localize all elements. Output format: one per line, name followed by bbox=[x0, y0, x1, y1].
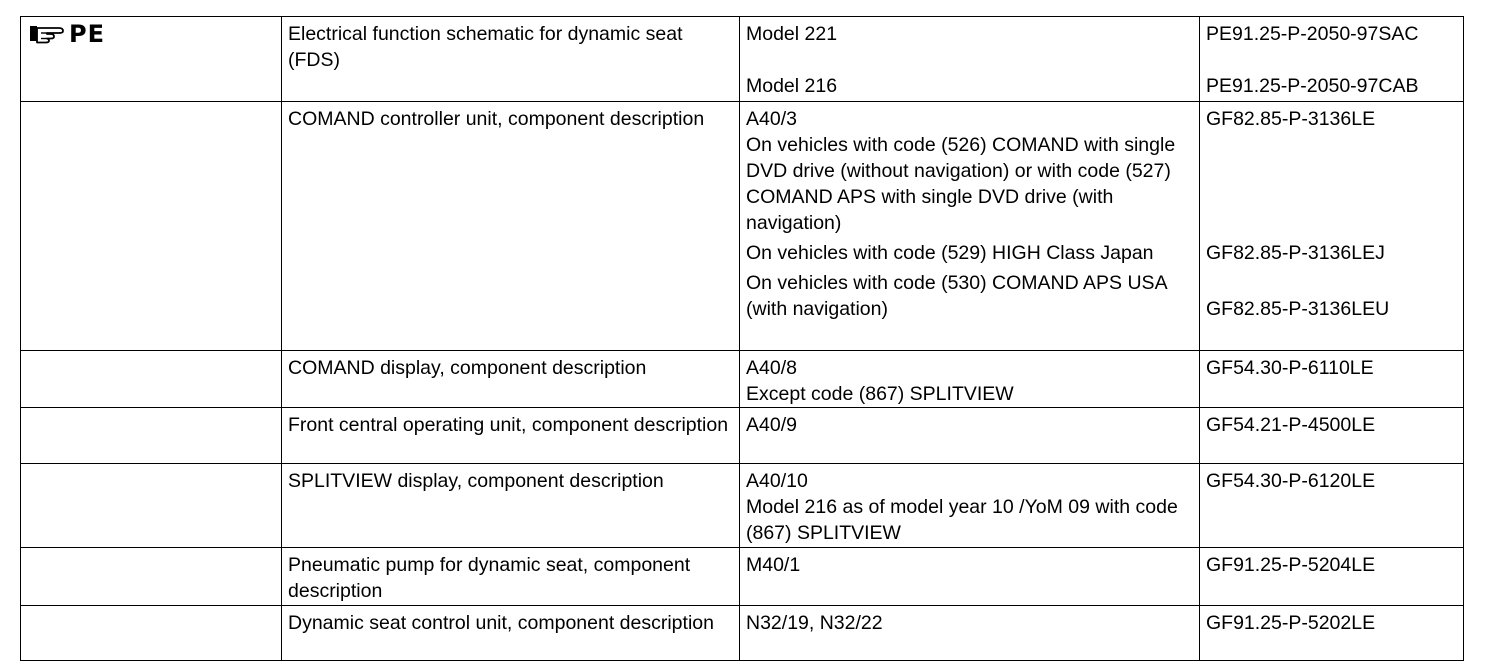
table-row: COMAND display, component description A4… bbox=[20, 350, 1464, 408]
row-description: Front central operating unit, component … bbox=[288, 414, 729, 436]
description-cell: COMAND controller unit, component descri… bbox=[281, 101, 740, 351]
description-cell: Electrical function schematic for dynami… bbox=[281, 16, 740, 102]
row-description: COMAND display, component description bbox=[288, 357, 647, 379]
document-code: GF54.30-P-6110LE bbox=[1206, 357, 1374, 379]
component-designation: A40/10 bbox=[746, 470, 808, 492]
row-description: SPLITVIEW display, component description bbox=[288, 470, 664, 492]
component-designation: A40/3 bbox=[746, 108, 797, 130]
component-designation: N32/19, N32/22 bbox=[746, 612, 883, 634]
designation-cell: A40/8 Except code (867) SPLITVIEW bbox=[739, 350, 1200, 408]
reference-table: PE Electrical function schematic for dyn… bbox=[20, 16, 1464, 661]
entry-note: Model 216 as of model year 10 /YoM 09 wi… bbox=[746, 496, 1178, 544]
description-cell: Dynamic seat control unit, component des… bbox=[281, 605, 740, 661]
code-cell: GF91.25-P-5204LE bbox=[1199, 547, 1464, 606]
pointing-hand-icon bbox=[29, 23, 67, 45]
entry-text: On vehicles with code (530) COMAND APS U… bbox=[746, 272, 1167, 320]
document-code: PE91.25-P-2050-97CAB bbox=[1206, 75, 1419, 97]
ref-marker: PE bbox=[29, 21, 105, 47]
designation-cell: A40/3 On vehicles with code (526) COMAND… bbox=[739, 101, 1200, 351]
component-designation: A40/8 bbox=[746, 357, 797, 379]
designation-cell: A40/9 bbox=[739, 407, 1200, 464]
document-code: GF91.25-P-5204LE bbox=[1206, 554, 1376, 576]
entry-text: On vehicles with code (529) HIGH Class J… bbox=[746, 242, 1154, 264]
table-row: Pneumatic pump for dynamic seat, compone… bbox=[20, 547, 1464, 606]
designation-cell: Model 221 Model 216 bbox=[739, 16, 1200, 102]
row-description: Pneumatic pump for dynamic seat, compone… bbox=[288, 554, 691, 602]
document-code: GF82.85-P-3136LEU bbox=[1206, 298, 1390, 320]
description-cell: SPLITVIEW display, component description bbox=[281, 463, 740, 548]
code-cell: GF82.85-P-3136LE GF82.85-P-3136LEJ GF82.… bbox=[1199, 101, 1464, 351]
description-cell: Pneumatic pump for dynamic seat, compone… bbox=[281, 547, 740, 606]
ref-marker-label: PE bbox=[69, 20, 105, 48]
table-row: PE Electrical function schematic for dyn… bbox=[20, 16, 1464, 102]
code-cell: PE91.25-P-2050-97SAC PE91.25-P-2050-97CA… bbox=[1199, 16, 1464, 102]
designation-cell: N32/19, N32/22 bbox=[739, 605, 1200, 661]
table-row: COMAND controller unit, component descri… bbox=[20, 101, 1464, 351]
description-cell: COMAND display, component description bbox=[281, 350, 740, 408]
code-cell: GF91.25-P-5202LE bbox=[1199, 605, 1464, 661]
ref-marker-cell: PE bbox=[20, 16, 282, 102]
designation-cell: A40/10 Model 216 as of model year 10 /Yo… bbox=[739, 463, 1200, 548]
document-code: PE91.25-P-2050-97SAC bbox=[1206, 23, 1419, 45]
document-code: GF82.85-P-3136LE bbox=[1206, 108, 1376, 130]
code-cell: GF54.30-P-6120LE bbox=[1199, 463, 1464, 548]
document-code: GF82.85-P-3136LEJ bbox=[1206, 242, 1385, 264]
table-row: Dynamic seat control unit, component des… bbox=[20, 605, 1464, 661]
code-cell: GF54.21-P-4500LE bbox=[1199, 407, 1464, 464]
table-row: SPLITVIEW display, component description… bbox=[20, 463, 1464, 548]
component-designation: A40/9 bbox=[746, 414, 797, 436]
entry-text: Model 221 bbox=[746, 23, 838, 45]
table-row: Front central operating unit, component … bbox=[20, 407, 1464, 464]
entry-note: Except code (867) SPLITVIEW bbox=[746, 383, 1014, 405]
row-description: Dynamic seat control unit, component des… bbox=[288, 612, 714, 634]
row-description: Electrical function schematic for dynami… bbox=[288, 23, 683, 71]
component-designation: M40/1 bbox=[746, 554, 801, 576]
designation-cell: M40/1 bbox=[739, 547, 1200, 606]
entry-text: On vehicles with code (526) COMAND with … bbox=[746, 134, 1176, 234]
document-code: GF54.30-P-6120LE bbox=[1206, 470, 1376, 492]
code-cell: GF54.30-P-6110LE bbox=[1199, 350, 1464, 408]
row-description: COMAND controller unit, component descri… bbox=[288, 108, 705, 130]
entry-text: Model 216 bbox=[746, 75, 838, 97]
description-cell: Front central operating unit, component … bbox=[281, 407, 740, 464]
document-code: GF91.25-P-5202LE bbox=[1206, 612, 1376, 634]
document-code: GF54.21-P-4500LE bbox=[1206, 414, 1376, 436]
